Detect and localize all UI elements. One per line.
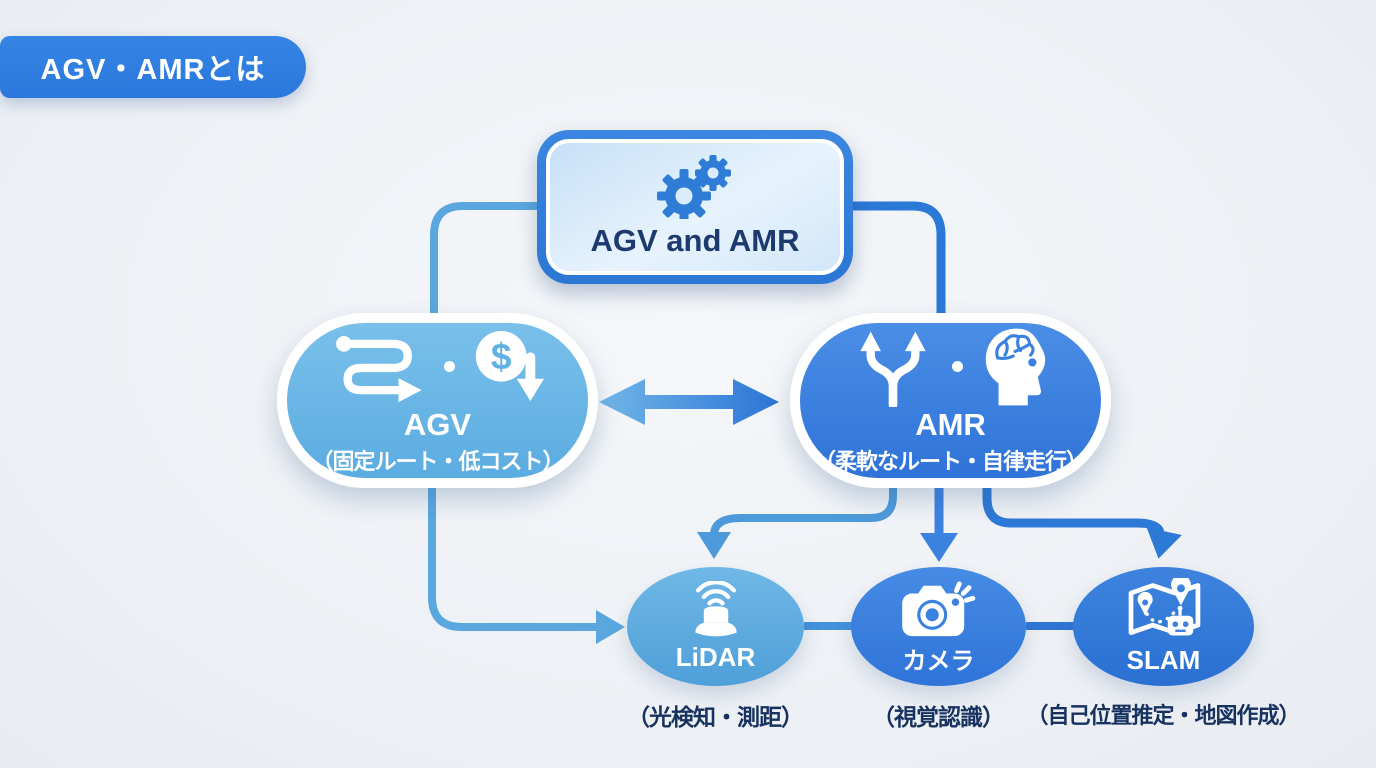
dot-separator-icon bbox=[444, 361, 455, 372]
ai-head-brain-icon bbox=[985, 328, 1046, 405]
arrowhead-amr-to-slam bbox=[1146, 527, 1182, 559]
low-cost-dollar-icon: $ bbox=[475, 330, 545, 401]
branching-paths-icon bbox=[860, 331, 926, 407]
lidar-sensor-icon bbox=[694, 580, 737, 636]
node-agv-label: AGV bbox=[403, 406, 472, 442]
connector-amr-to-slam bbox=[982, 481, 1165, 534]
node-amr-label: AMR bbox=[915, 406, 986, 442]
title-badge-label: AGV・AMRとは bbox=[40, 54, 266, 86]
connector-amr-to-lidar bbox=[710, 481, 897, 536]
node-amr: AMR （柔軟なルート・自律走行） bbox=[790, 313, 1111, 488]
arrowhead-agv-to-lidar bbox=[596, 610, 625, 644]
node-amr-caption: （柔軟なルート・自律走行） bbox=[813, 448, 1088, 474]
node-slam-label: SLAM bbox=[1126, 644, 1201, 675]
camera-icon bbox=[901, 580, 975, 636]
winding-route-icon bbox=[336, 335, 422, 402]
svg-text:$: $ bbox=[491, 334, 512, 376]
connector-agv-to-lidar bbox=[428, 484, 596, 631]
arrowhead-amr-to-camera bbox=[920, 533, 958, 562]
node-slam: SLAM bbox=[1073, 567, 1254, 686]
caption-camera: （視覚認識） bbox=[872, 704, 1005, 730]
connector-root-to-amr bbox=[851, 201, 946, 316]
node-lidar-label: LiDAR bbox=[675, 641, 756, 672]
node-lidar: LiDAR bbox=[627, 567, 804, 686]
gears-icon bbox=[657, 155, 731, 219]
node-camera-label: カメラ bbox=[902, 647, 975, 675]
double-arrow-agv-amr bbox=[599, 379, 779, 425]
map-robot-icon bbox=[1128, 577, 1200, 636]
node-agv-and-amr: AGV and AMR bbox=[537, 130, 853, 284]
agv-icon-row: $ bbox=[330, 328, 545, 406]
node-agv-caption: （固定ルート・低コスト） bbox=[311, 448, 564, 474]
node-agv: $ AGV （固定ルート・低コスト） bbox=[277, 313, 598, 488]
node-agv-and-amr-label: AGV and AMR bbox=[590, 223, 800, 258]
arrowhead-amr-to-lidar bbox=[697, 532, 731, 559]
node-camera: カメラ bbox=[851, 567, 1026, 686]
node-agv-and-amr-inner: AGV and AMR bbox=[546, 139, 844, 275]
caption-slam: （自己位置推定・地図作成） bbox=[1026, 703, 1300, 728]
dot-separator-icon bbox=[952, 361, 963, 372]
title-badge: AGV・AMRとは bbox=[0, 36, 306, 98]
caption-lidar: （光検知・測距） bbox=[627, 704, 804, 730]
amr-icon-row bbox=[848, 328, 1053, 407]
connector-root-to-agv bbox=[430, 202, 537, 316]
